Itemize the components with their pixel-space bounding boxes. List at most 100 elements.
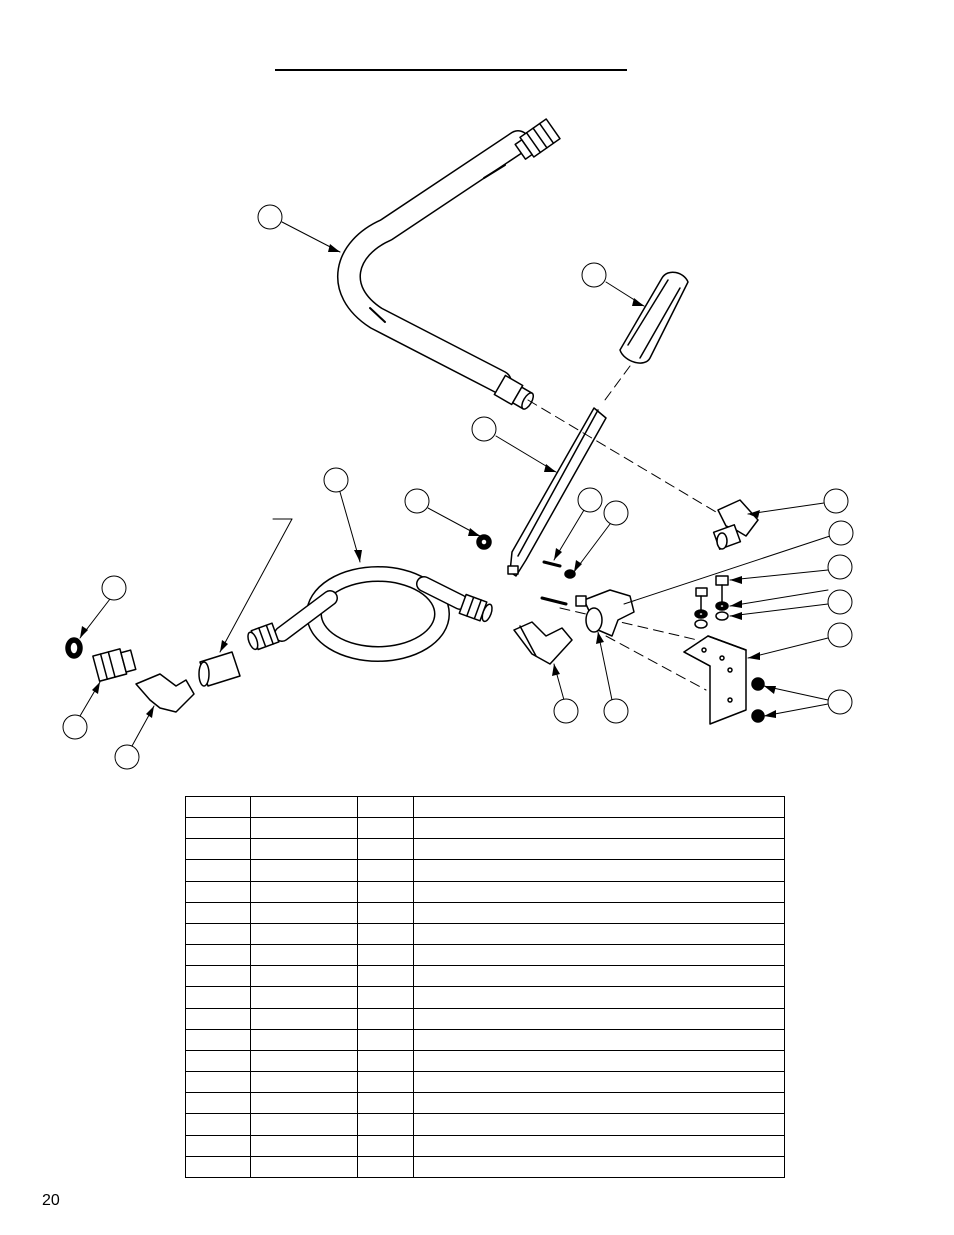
table-cell [357,880,414,903]
table-cell [357,1113,414,1136]
header-cell [357,796,414,818]
mounting-bracket-illustration [683,635,747,725]
header-cell [185,796,251,818]
table-cell [185,1134,251,1157]
table-cell [185,1071,251,1094]
table-cell [413,1007,785,1030]
header-cell [413,796,785,818]
page-number: 20 [42,1192,60,1209]
table-row [185,880,785,903]
table-cell [357,922,414,946]
callout-bubble [828,520,854,546]
table-cell [250,965,358,988]
table-cell [250,859,358,882]
table-cell [250,880,358,903]
handle-grip-illustration [619,271,689,364]
leader-arrowheads [80,244,776,718]
table-cell [413,944,785,967]
table-cell [413,965,785,988]
table-row [185,1134,785,1157]
center-elbow-fitting-illustration [513,621,573,665]
callout-bubble [114,744,140,770]
callout-bubble [827,589,853,615]
table-cell [185,986,251,1009]
table-cell [250,901,358,924]
table-cell [357,1155,414,1179]
table-row [185,1092,785,1115]
table-cell [413,1155,785,1179]
table-cell [250,1113,358,1136]
callout-bubble [257,204,283,230]
parts-list-table [185,796,785,1179]
table-cell [413,1134,785,1157]
table-cell [250,1028,358,1051]
leader-line-sleeve [219,518,293,653]
exploded-parts-diagram [62,118,854,770]
callout-bubble [471,416,497,442]
right-elbow-fitting-illustration [712,499,759,550]
table-row [185,944,785,967]
callout-bubble [603,698,629,724]
table-cell [185,880,251,903]
table-cell [250,1155,358,1179]
table-cell [413,1092,785,1115]
table-cell [357,1134,414,1157]
table-cell [250,1092,358,1115]
table-row [185,965,785,988]
table-cell [357,986,414,1009]
table-cell [413,880,785,903]
table-row [185,816,785,840]
table-cell [185,838,251,861]
table-cell [185,901,251,924]
table-cell [357,1028,414,1051]
table-cell [357,1049,414,1073]
table-row [185,1113,785,1136]
callout-bubble [581,262,607,288]
table-cell [413,859,785,882]
table-cell [185,965,251,988]
table-cell [413,1028,785,1051]
left-fittings-illustration [65,637,241,713]
table-cell [357,965,414,988]
table-row [185,1049,785,1073]
table-cell [357,1071,414,1094]
callout-bubble [62,714,88,740]
table-cell [413,1049,785,1073]
table-row [185,1028,785,1051]
header-cell [250,796,358,818]
table-cell [185,1007,251,1030]
table-cell [413,1113,785,1136]
table-header-row [185,796,785,818]
table-cell [250,1071,358,1094]
valve-body-illustration [575,589,635,637]
table-row [185,901,785,924]
table-cell [250,986,358,1009]
table-cell [250,1049,358,1073]
table-row [185,1071,785,1094]
callout-bubble [577,487,603,513]
table-cell [250,1007,358,1030]
table-cell [357,1092,414,1115]
table-row [185,1007,785,1030]
table-cell [185,1113,251,1136]
callout-bubble [827,554,853,580]
hardware-illustration [476,534,765,723]
table-cell [250,838,358,861]
table-row [185,838,785,861]
table-row [185,859,785,882]
table-row [185,986,785,1009]
table-cell [185,816,251,840]
callout-bubble [823,488,849,514]
table-cell [357,901,414,924]
table-cell [413,816,785,840]
callout-bubble [603,500,629,526]
table-cell [250,944,358,967]
table-cell [185,1155,251,1179]
table-cell [250,1134,358,1157]
table-row [185,922,785,946]
table-cell [250,816,358,840]
table-cell [413,986,785,1009]
table-cell [185,1092,251,1115]
callout-bubble [827,622,853,648]
